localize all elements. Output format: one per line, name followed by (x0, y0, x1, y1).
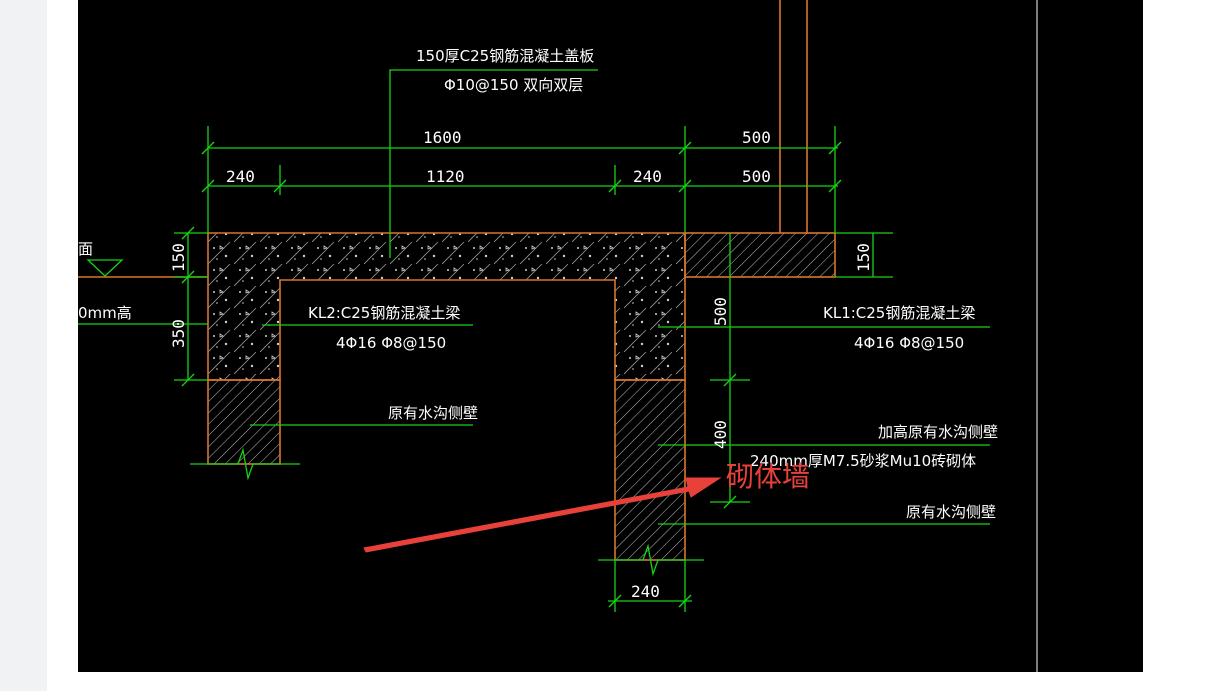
slab-extension-right (684, 232, 836, 278)
dim-bottom: 240 (631, 582, 660, 601)
dim-top-right: 500 (742, 128, 771, 147)
annotation-label: 砌体墙 (726, 460, 810, 493)
dim-left-mid: 350 (169, 319, 188, 348)
dim-sub-far: 500 (742, 167, 771, 186)
dim-sub-mid: 1120 (426, 167, 465, 186)
slab-leader (389, 69, 598, 258)
dimension-right (835, 232, 893, 278)
beam2-rebar: 4Φ16 Φ8@150 (336, 334, 446, 352)
dimension-left (174, 226, 208, 387)
dim-mid-lower: 400 (711, 420, 730, 449)
masonry-spec: 240mm厚M7.5砂浆Mu10砖砌体 (750, 452, 976, 470)
break-symbol-left (190, 447, 300, 481)
dim-sub-left: 240 (226, 167, 255, 186)
left-original-wall (207, 379, 281, 465)
break-symbol-right (598, 543, 704, 577)
cad-drawing-panel: 150厚C25钢筋混凝土盖板 Φ10@150 双向双层 1600 500 240… (78, 0, 1143, 672)
dim-top-total: 1600 (423, 128, 462, 147)
dim-right-top: 150 (854, 243, 873, 272)
left-cut-label-2: 0mm高 (78, 304, 132, 322)
dim-sub-right: 240 (633, 167, 662, 186)
dim-left-top: 150 (169, 243, 188, 272)
beam1-rebar: 4Φ16 Φ8@150 (854, 334, 964, 352)
raised-wall: 加高原有水沟侧壁 (878, 423, 998, 441)
beam1-label: KL1:C25钢筋混凝土梁 (823, 304, 975, 322)
left-gutter (0, 0, 47, 691)
orig-wall-right: 原有水沟侧壁 (906, 503, 996, 521)
annotation-arrow (363, 477, 722, 553)
left-cut-label-1: 面 (78, 240, 93, 258)
slab-note-line2: Φ10@150 双向双层 (444, 76, 583, 94)
orig-wall-left: 原有水沟侧壁 (388, 404, 478, 422)
slab-note-line1: 150厚C25钢筋混凝土盖板 (416, 47, 594, 65)
dimension-middle (710, 233, 750, 509)
level-symbol (86, 259, 124, 277)
dimension-top (201, 126, 842, 233)
beam2-label: KL2:C25钢筋混凝土梁 (308, 304, 460, 322)
dimension-bottom (608, 560, 692, 612)
cad-drawing: 150厚C25钢筋混凝土盖板 Φ10@150 双向双层 1600 500 240… (78, 0, 1038, 672)
dim-mid-upper: 500 (711, 297, 730, 326)
right-masonry-wall (614, 379, 686, 561)
